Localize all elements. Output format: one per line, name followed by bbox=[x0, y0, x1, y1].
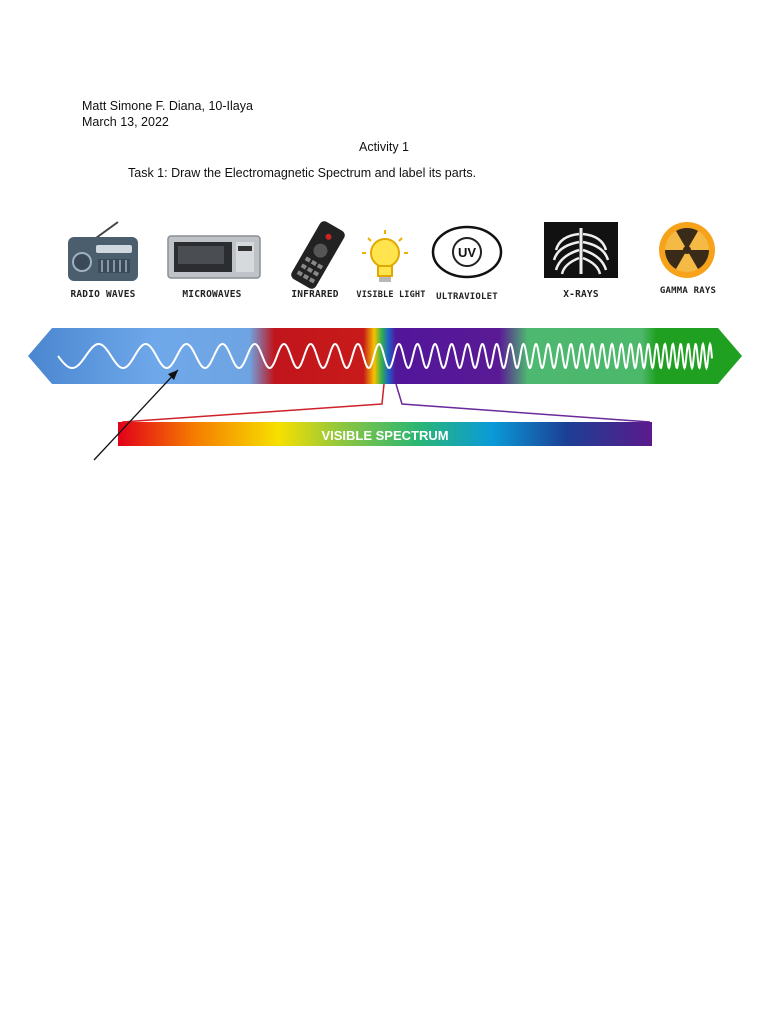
visible-connector-right bbox=[395, 383, 651, 423]
label-infrared: INFRARED bbox=[291, 289, 338, 300]
radiation-icon bbox=[659, 222, 715, 278]
label-radio-waves: RADIO WAVES bbox=[70, 289, 135, 300]
label-gamma-rays: GAMMA RAYS bbox=[660, 286, 716, 296]
student-header: Matt Simone F. Diana, 10-Ilaya March 13,… bbox=[82, 98, 253, 130]
annotation-arrow bbox=[93, 369, 179, 461]
visible-connector-left bbox=[121, 383, 385, 423]
light-bulb-icon bbox=[362, 230, 408, 282]
radio-icon bbox=[68, 221, 138, 281]
visible-spectrum-label: VISIBLE SPECTRUM bbox=[321, 428, 448, 443]
visible-spectrum-bar bbox=[118, 422, 652, 446]
label-visible-light: VISIBLE LIGHT bbox=[356, 290, 425, 300]
xray-ribcage-icon bbox=[544, 222, 618, 278]
label-ultraviolet: ULTRAVIOLET bbox=[436, 292, 498, 302]
task-instruction: Task 1: Draw the Electromagnetic Spectru… bbox=[128, 166, 477, 180]
activity-title-text: Activity 1 bbox=[358, 140, 409, 154]
uv-badge-text: UV bbox=[458, 245, 476, 260]
remote-control-icon bbox=[291, 221, 345, 289]
spectrum-wave bbox=[57, 341, 713, 371]
date-line: March 13, 2022 bbox=[82, 115, 169, 129]
student-name-line: Matt Simone F. Diana, 10-Ilaya bbox=[82, 99, 253, 113]
label-x-rays: X-RAYS bbox=[563, 289, 599, 300]
uv-badge-icon: UV bbox=[431, 225, 503, 279]
activity-title: Activity 1 bbox=[0, 140, 768, 154]
microwave-icon bbox=[167, 235, 261, 279]
label-microwaves: MICROWAVES bbox=[182, 289, 241, 300]
